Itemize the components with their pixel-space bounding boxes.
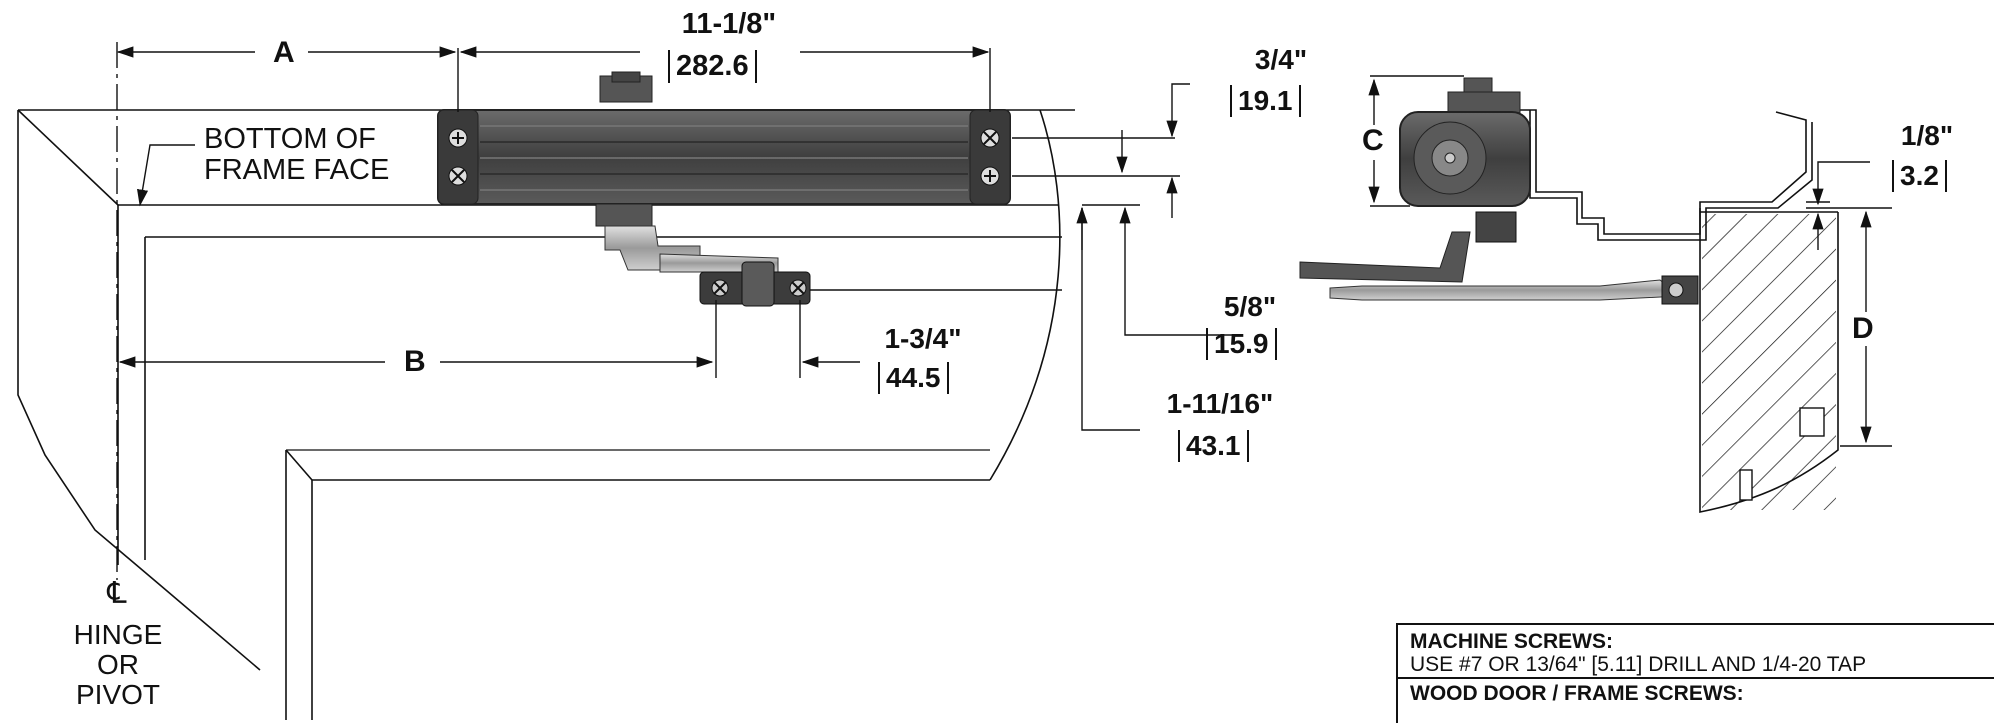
machine-screws-title: MACHINE SCREWS: <box>1410 630 1613 653</box>
dim-shoe-width-in: 1-3/4" <box>884 323 962 354</box>
dim-offset-top-in: 3/4" <box>1254 44 1308 75</box>
hinge-label-line1: HINGE <box>73 619 163 650</box>
closer-body <box>437 71 1011 227</box>
dim-shoe-width-mm: 44.5 <box>878 362 949 394</box>
machine-screws-text: USE #7 OR 13/64" [5.11] DRILL AND 1/4-20… <box>1410 653 1867 676</box>
dim-arm-offset-in: 5/8" <box>1223 291 1277 322</box>
dimension-lines <box>116 46 1240 431</box>
screw-notes-table: MACHINE SCREWS: USE #7 OR 13/64" [5.11] … <box>1396 623 1994 723</box>
machine-screws-row: MACHINE SCREWS: USE #7 OR 13/64" [5.11] … <box>1398 625 1994 679</box>
wood-screws-title: WOOD DOOR / FRAME SCREWS: <box>1410 682 1744 705</box>
dim-body-length-in: 11-1/8" <box>681 8 777 40</box>
door-hatch <box>1702 214 1836 510</box>
centerline-symbol: ℄ <box>107 577 127 610</box>
arm-and-shoe <box>604 225 811 307</box>
frame-face-label-line1: BOTTOM OF <box>204 123 376 155</box>
dim-shoe-drop-mm: 43.1 <box>1178 430 1249 462</box>
dim-offset-top-mm: 19.1 <box>1230 85 1301 117</box>
dim-b-label: B <box>404 345 426 378</box>
dim-arm-offset-mm: 15.9 <box>1206 328 1277 360</box>
frame-outline <box>17 109 1075 720</box>
dim-shoe-drop-in: 1-11/16" <box>1166 388 1274 419</box>
right-view-closer <box>1299 77 1699 305</box>
dim-stop-in: 1/8" <box>1900 120 1954 151</box>
hinge-label-line2: OR <box>97 649 139 680</box>
dim-a-label: A <box>273 36 295 69</box>
dim-c-label: C <box>1362 124 1384 157</box>
frame-face-leader <box>137 144 195 207</box>
hinge-label-line3: PIVOT <box>75 679 160 710</box>
wood-screws-row: WOOD DOOR / FRAME SCREWS: <box>1398 679 1994 705</box>
dim-stop-mm: 3.2 <box>1892 160 1947 192</box>
right-view-dims <box>1368 75 1892 447</box>
dim-d-label: D <box>1852 312 1874 345</box>
dim-body-length-mm: 282.6 <box>668 50 757 83</box>
frame-face-label-line2: FRAME FACE <box>204 154 390 186</box>
